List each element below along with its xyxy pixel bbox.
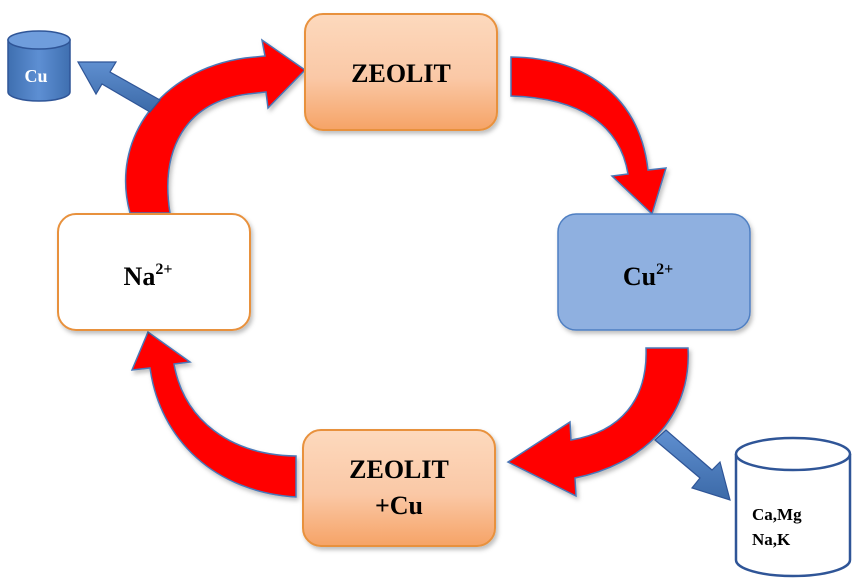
node-cu2-base: Cu [623,262,656,291]
node-cu2-superscript: 2+ [656,261,673,278]
cylinder-cu-label: Cu [24,66,47,86]
cycle-arrow-cu2-to-zeolit-cu [506,347,689,498]
node-zeolit-cu: ZEOLIT +Cu [302,429,496,547]
cycle-arrow-zeolit-cu-to-na [130,330,297,498]
cylinder-ions-line2: Na,K [752,530,791,549]
node-na-base: Na [124,262,156,291]
node-zeolit: ZEOLIT [304,13,498,131]
cylinder-cu: Cu [7,30,71,102]
side-arrow-to-ions [654,429,731,501]
node-zeolit-cu-line2: +Cu [375,491,423,520]
node-zeolit-cu-line1: ZEOLIT [349,455,449,484]
node-na: Na2+ [57,213,251,331]
node-na-superscript: 2+ [155,261,172,278]
node-cu2: Cu2+ [557,213,751,331]
svg-text:Cu2+: Cu2+ [623,261,673,291]
node-zeolit-label: ZEOLIT [351,59,451,88]
cylinder-ions-line1: Ca,Mg [752,505,802,524]
side-arrow-to-cu [76,61,161,113]
cylinder-ions: Ca,Mg Na,K [734,436,852,578]
cycle-arrow-zeolit-to-cu2 [510,56,668,216]
cycle-arrow-na-to-zeolit [124,38,307,214]
svg-text:Na2+: Na2+ [124,261,173,291]
